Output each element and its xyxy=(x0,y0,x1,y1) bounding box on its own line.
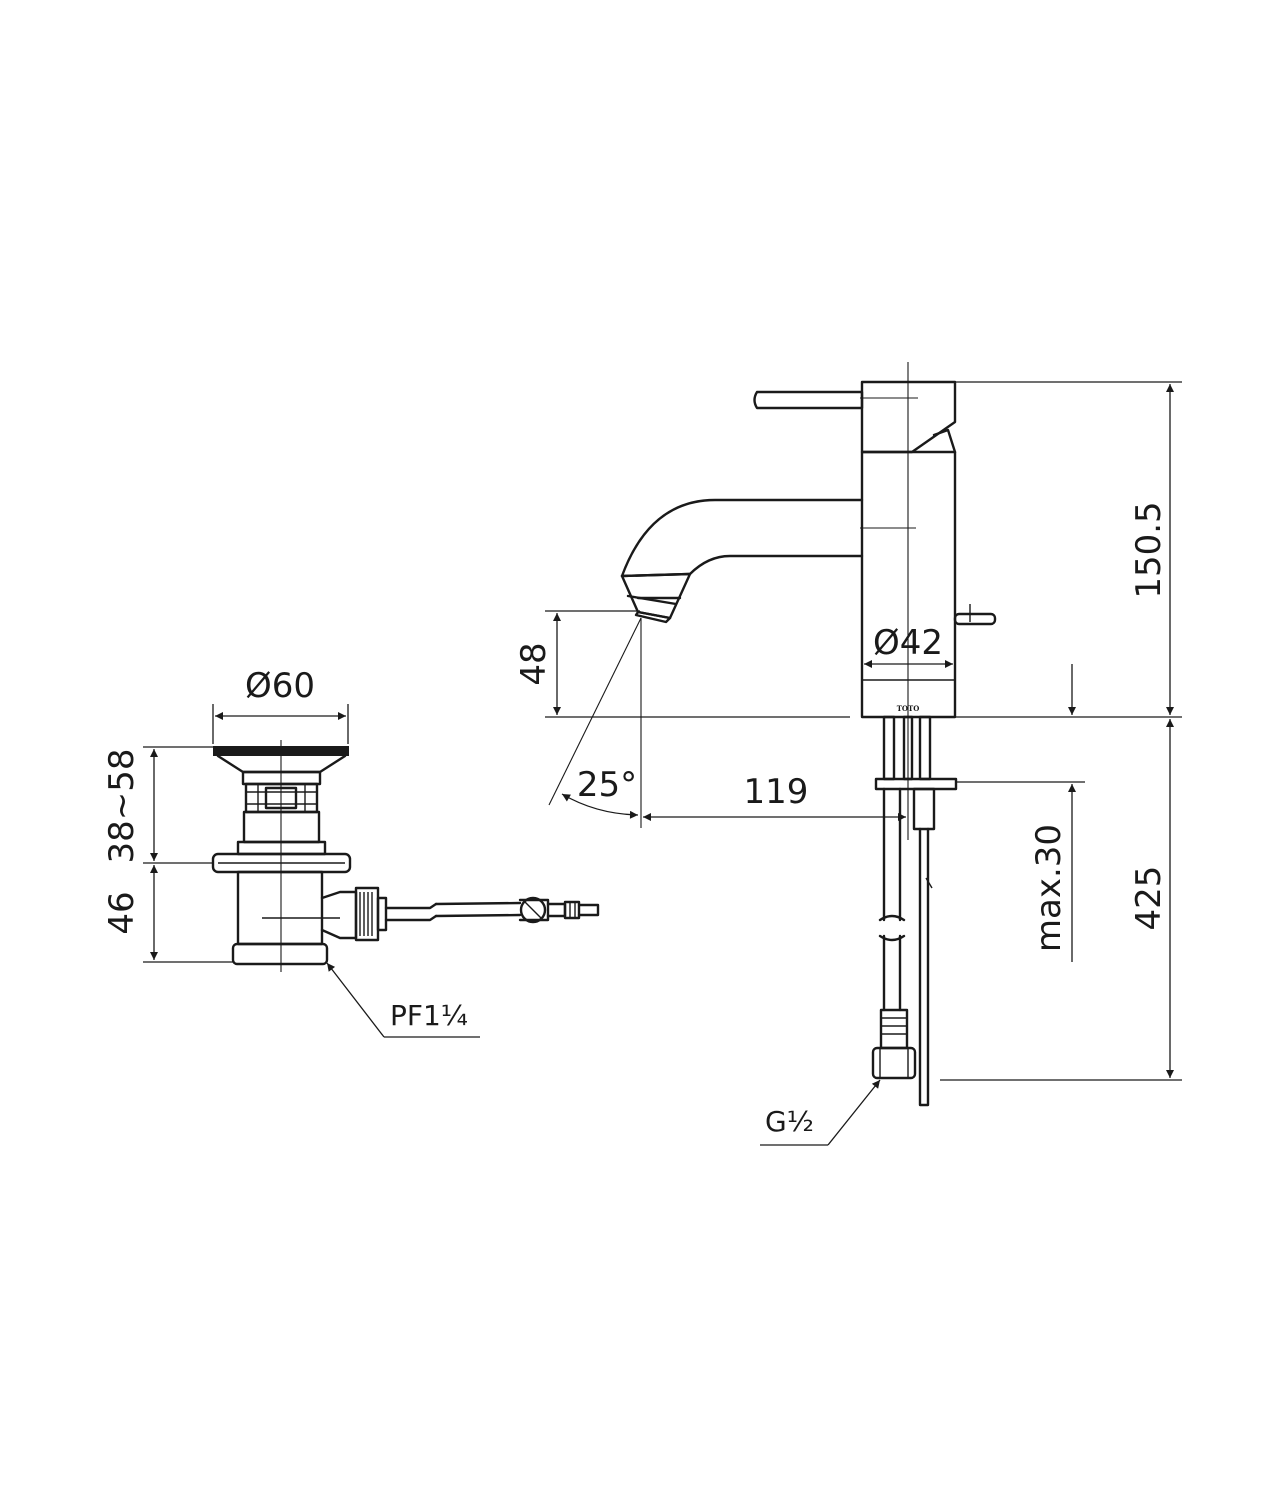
angle-label: 25° xyxy=(577,765,637,805)
waste-thread-label: PF1¼ xyxy=(390,999,468,1032)
deck-thickness-label: max.30 xyxy=(1029,824,1069,952)
reach-label: 119 xyxy=(744,772,809,812)
body-diameter-label: Ø42 xyxy=(873,623,943,663)
waste-diameter-label: Ø60 xyxy=(245,666,315,706)
faucet-height-label: 150.5 xyxy=(1129,501,1169,598)
spout-height-label: 48 xyxy=(514,642,554,685)
waste-drain-drawing: Ø60 38~58 46 PF1¼ xyxy=(102,666,600,1038)
hose-length-label: 425 xyxy=(1129,866,1169,931)
inlet-thread-label: G½ xyxy=(765,1105,814,1138)
brand-mark: TOTO xyxy=(897,704,920,713)
waste-height-bottom-label: 46 xyxy=(102,891,142,934)
waste-height-top-label: 38~58 xyxy=(102,748,142,863)
faucet-drawing: TOTO 150.5 425 xyxy=(514,362,1182,1146)
